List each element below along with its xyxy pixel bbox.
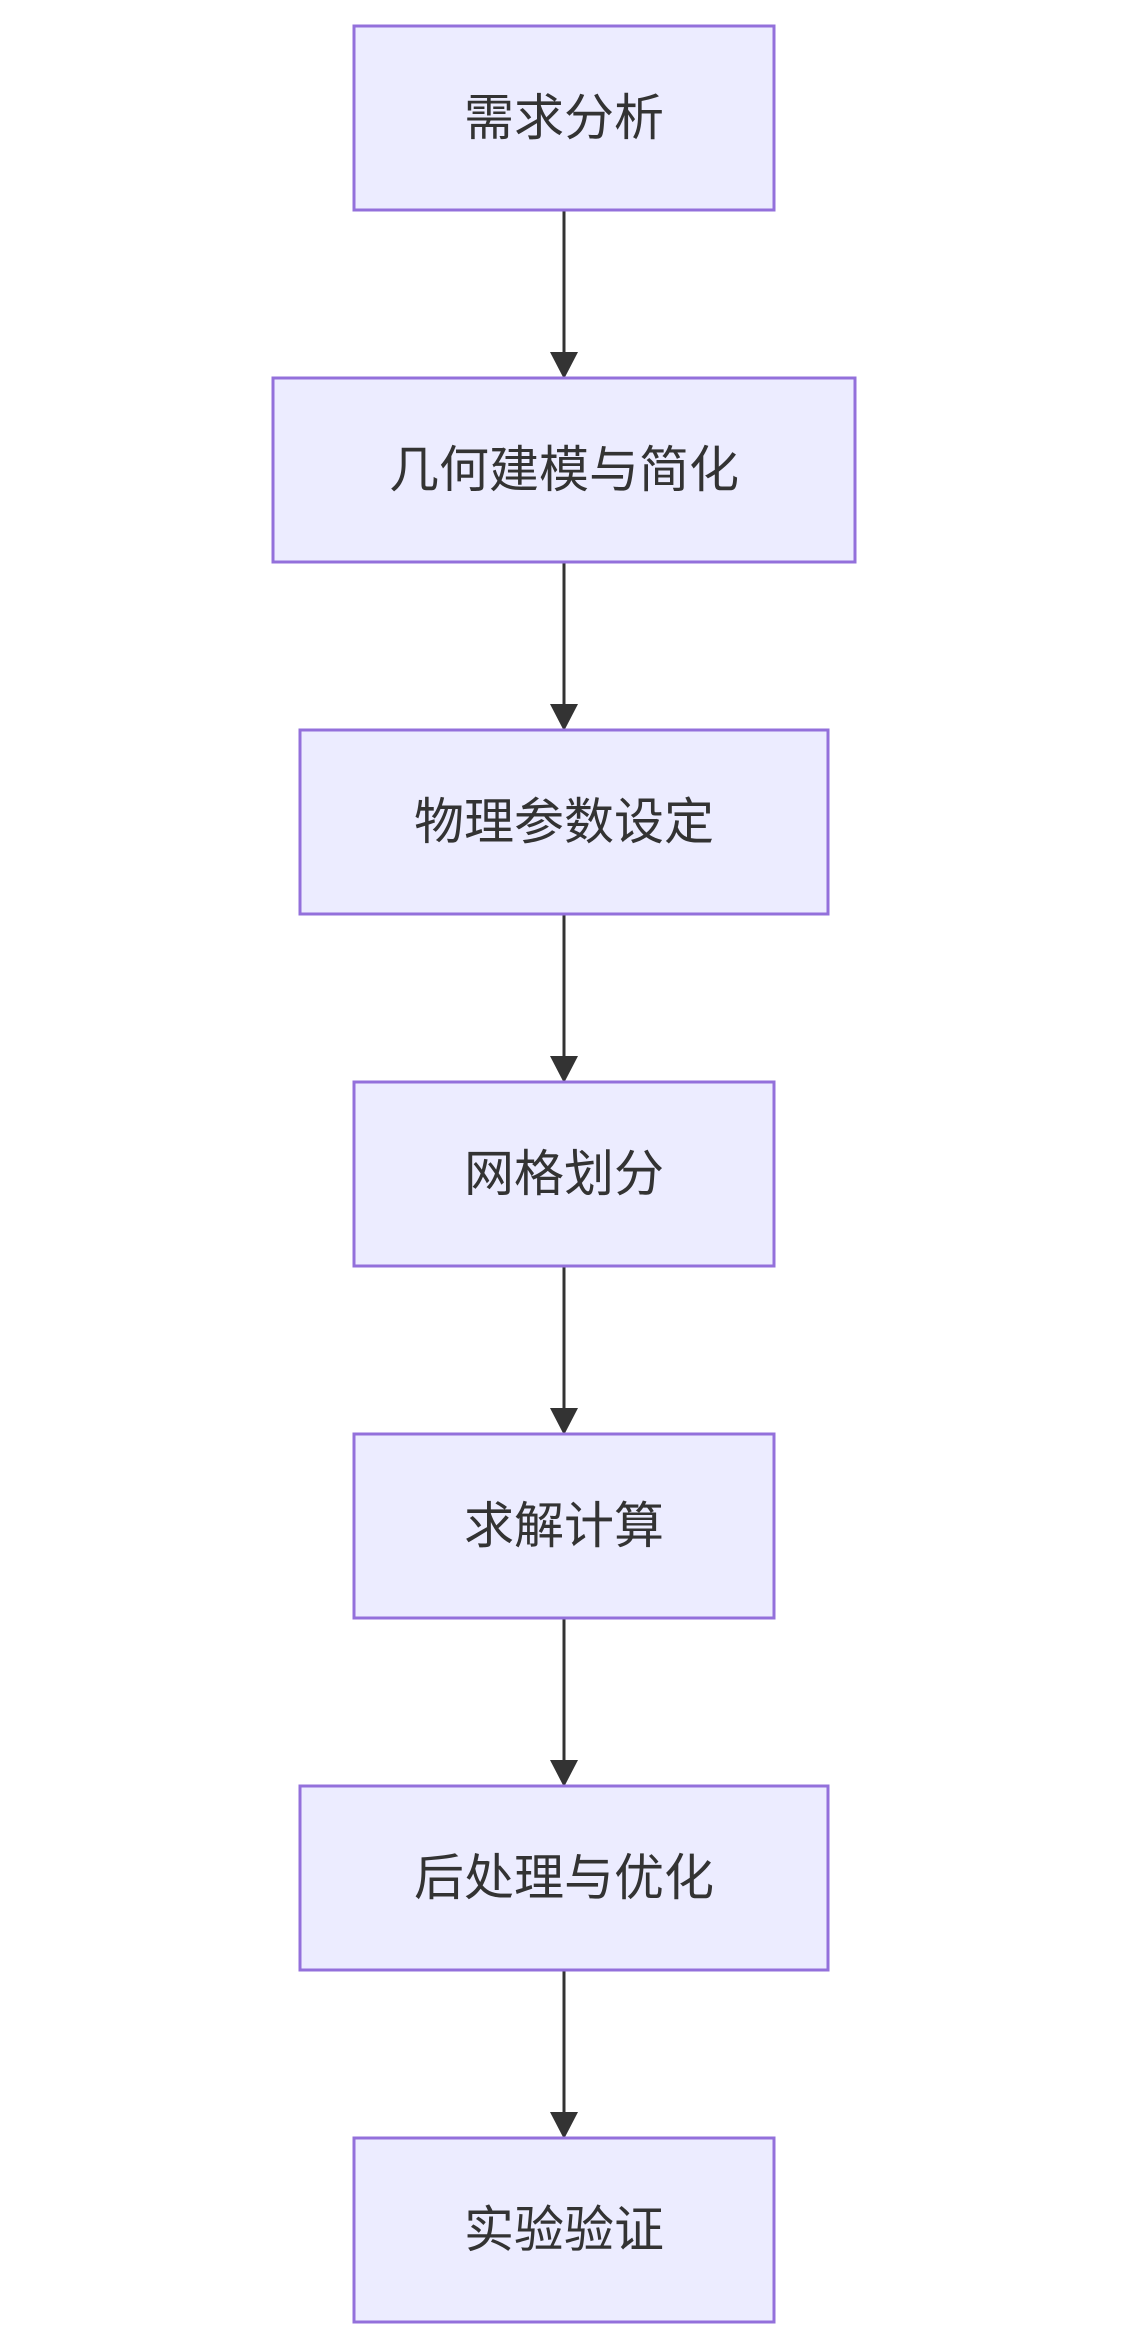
node-box <box>352 1432 776 1620</box>
edge-mesh-to-solve <box>550 1267 578 1435</box>
node-postprocess-optimization[interactable]: 后处理与优化 <box>298 1784 830 1972</box>
node-box <box>298 1784 830 1972</box>
node-physics-parameters[interactable]: 物理参数设定 <box>298 728 830 916</box>
arrow-head-icon <box>550 1408 578 1435</box>
node-box <box>352 24 776 212</box>
node-label: 实验验证 <box>464 2201 664 2259</box>
node-mesh-generation[interactable]: 网格划分 <box>352 1080 776 1268</box>
node-label: 几何建模与简化 <box>389 441 739 499</box>
node-solver-computation[interactable]: 求解计算 <box>352 1432 776 1620</box>
node-label: 网格划分 <box>464 1145 664 1203</box>
node-box <box>352 2136 776 2324</box>
arrow-head-icon <box>550 1056 578 1083</box>
node-label: 需求分析 <box>464 89 664 147</box>
edge-solve-to-postprocess <box>550 1619 578 1787</box>
node-label: 后处理与优化 <box>414 1849 714 1907</box>
node-box <box>352 1080 776 1268</box>
arrow-head-icon <box>550 1760 578 1787</box>
arrow-head-icon <box>550 704 578 731</box>
node-requirements-analysis[interactable]: 需求分析 <box>352 24 776 212</box>
edge-postprocess-to-validation <box>550 1971 578 2139</box>
arrow-head-icon <box>550 352 578 379</box>
node-label: 求解计算 <box>464 1497 664 1555</box>
node-box <box>298 728 830 916</box>
edge-need-to-geometry <box>550 211 578 379</box>
arrow-head-icon <box>550 2112 578 2139</box>
edge-physics-to-mesh <box>550 915 578 1083</box>
node-experimental-validation[interactable]: 实验验证 <box>352 2136 776 2324</box>
node-box <box>271 376 857 564</box>
node-label: 物理参数设定 <box>414 793 714 851</box>
edge-geometry-to-physics <box>550 563 578 731</box>
node-geometry-modeling[interactable]: 几何建模与简化 <box>271 376 857 564</box>
